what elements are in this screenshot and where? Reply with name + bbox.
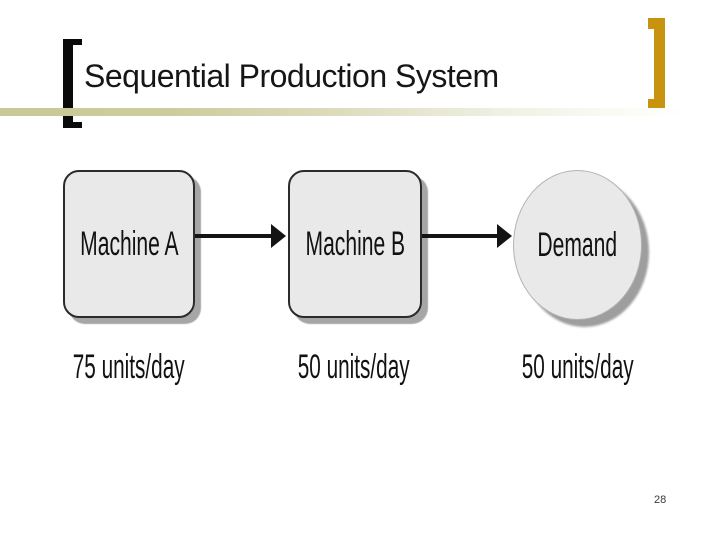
flow-arrow-line: [422, 234, 499, 238]
rate-label-machine-b: 50 units/day: [298, 348, 410, 386]
rate-label-demand: 50 units/day: [522, 348, 634, 386]
rate-label-machine-a: 75 units/day: [73, 348, 185, 386]
left-bracket-decoration-icon: [63, 39, 82, 128]
node-label: Demand: [537, 225, 618, 264]
flow-arrow-head-icon: [271, 224, 286, 248]
diagram-node-machine-a: Machine A: [63, 170, 195, 318]
page-number: 28: [654, 494, 667, 506]
node-label: Machine A: [79, 224, 179, 263]
node-label: Machine B: [305, 224, 405, 263]
diagram-node-machine-b: Machine B: [288, 170, 422, 318]
title-underline-rule: [0, 108, 690, 116]
slide-title: Sequential Production System: [84, 58, 499, 94]
diagram-node-demand: Demand: [513, 170, 642, 320]
flow-arrow-head-icon: [497, 224, 512, 248]
flow-arrow-line: [195, 234, 273, 238]
right-bracket-decoration-icon: [648, 18, 665, 110]
